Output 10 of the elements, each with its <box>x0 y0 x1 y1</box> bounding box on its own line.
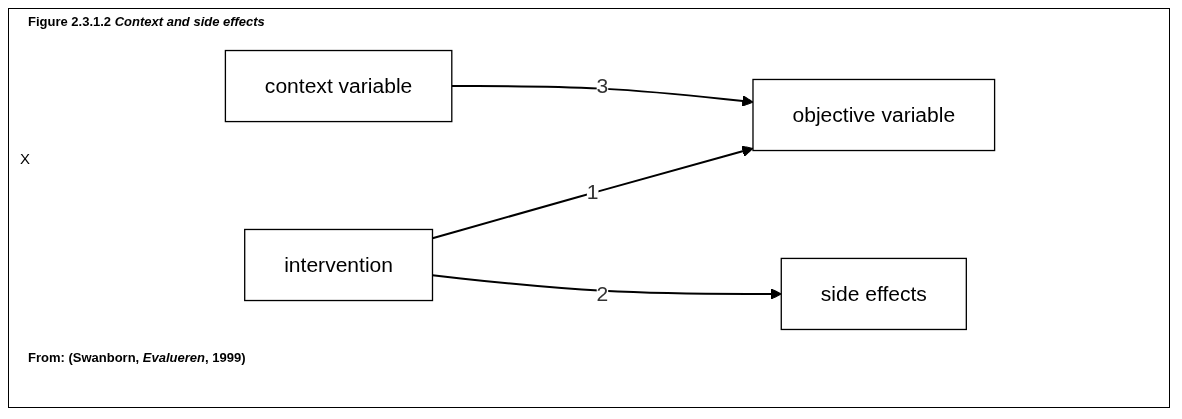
node-box: intervention <box>244 228 434 302</box>
operator-label: X <box>20 150 30 167</box>
node-box: side effects <box>780 257 967 331</box>
edge-label: 1 <box>586 180 599 204</box>
figure-title: Figure 2.3.1.2 Context and side effects <box>28 14 265 29</box>
source-caption: From: (Swanborn, Evalueren, 1999) <box>28 350 246 365</box>
edge-label: 2 <box>596 282 609 305</box>
node-box: context variable <box>224 49 453 123</box>
node-box: objective variable <box>752 78 996 152</box>
edge-label: 3 <box>596 74 609 97</box>
